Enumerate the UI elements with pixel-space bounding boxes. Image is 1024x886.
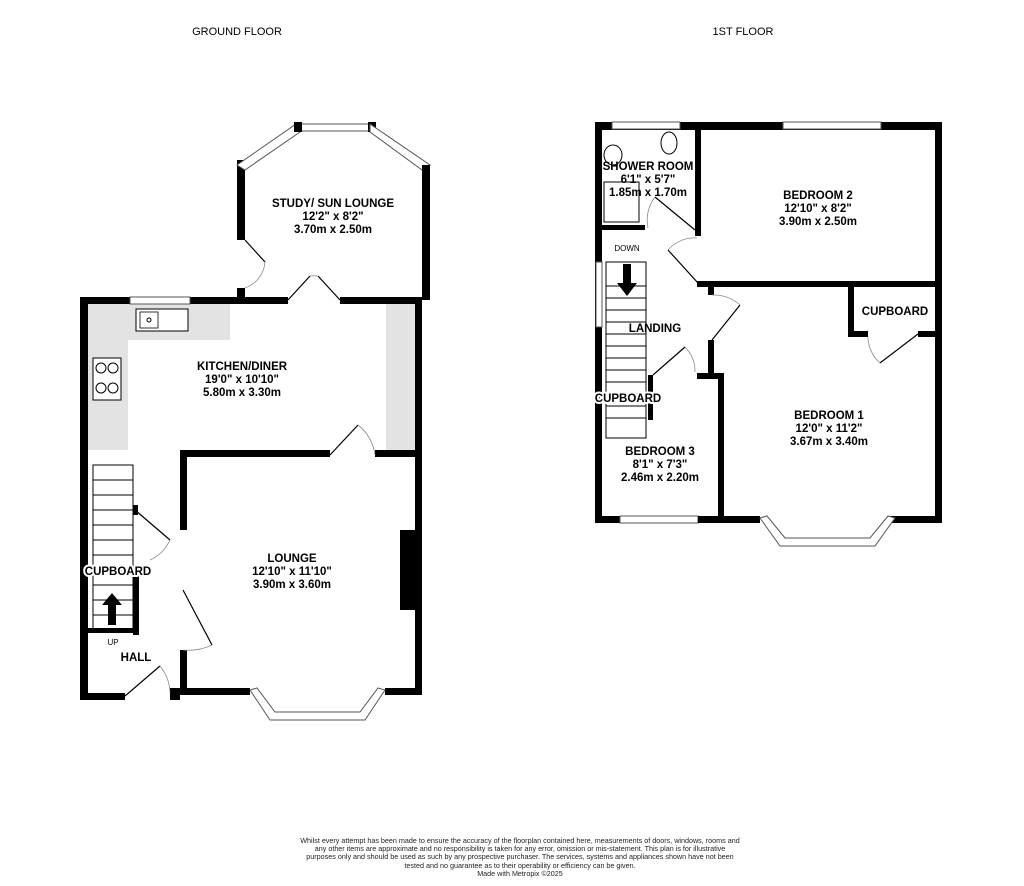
room-metric: 3.90m x 2.50m <box>779 216 857 228</box>
room-name: STUDY/ SUN LOUNGE <box>272 198 394 210</box>
room-name: CUPBOARD <box>862 306 928 318</box>
room-metric: 3.90m x 3.60m <box>253 579 331 591</box>
room-imperial: 12'2" x 8'2" <box>302 211 363 223</box>
room-name: HALL <box>121 652 152 664</box>
room-imperial: 6'1" x 5'7" <box>621 174 676 186</box>
basin-icon <box>603 144 623 166</box>
room-name: LANDING <box>629 323 681 335</box>
stairs-first <box>605 261 647 439</box>
room-metric: 3.70m x 2.50m <box>294 224 372 236</box>
room-name: BEDROOM 2 <box>783 190 853 202</box>
credit: Made with Metropix ©2025 <box>477 868 563 878</box>
toilet-icon <box>660 131 678 155</box>
arrow-down-icon <box>617 264 637 296</box>
ground-floor-title: GROUND FLOOR <box>192 26 282 38</box>
hob-icon <box>92 357 122 401</box>
worktop-right <box>386 304 416 450</box>
disclaimer-text: Whilst every attempt has been made to en… <box>300 836 740 870</box>
stairs-up-label: UP <box>107 638 118 647</box>
room-metric: 1.85m x 1.70m <box>609 187 687 199</box>
room-name: BEDROOM 1 <box>794 410 864 422</box>
room-imperial: 8'1" x 7'3" <box>633 459 688 471</box>
room-metric: 2.46m x 2.20m <box>621 472 699 484</box>
shower-tray-icon <box>603 181 640 223</box>
stairs-down-label: DOWN <box>614 244 640 253</box>
first-floor-title: 1ST FLOOR <box>713 26 774 38</box>
room-name: CUPBOARD <box>595 393 661 405</box>
room-imperial: 12'10" x 8'2" <box>784 203 852 215</box>
disclaimer: Whilst every attempt has been made to en… <box>300 836 740 878</box>
stairs-ground <box>88 464 139 635</box>
arrow-up-icon <box>102 593 122 625</box>
room-imperial: 12'0" x 11'2" <box>796 423 863 435</box>
room-metric: 5.80m x 3.30m <box>203 387 281 399</box>
sink-icon <box>135 308 189 332</box>
room-name: LOUNGE <box>267 553 317 565</box>
room-metric: 3.67m x 3.40m <box>790 436 868 448</box>
room-name: BEDROOM 3 <box>625 446 695 458</box>
chimney-breast <box>400 530 422 610</box>
room-name: CUPBOARD <box>85 566 151 578</box>
room-name: KITCHEN/DINER <box>197 361 288 373</box>
room-imperial: 19'0" x 10'10" <box>205 374 279 386</box>
room-imperial: 12'10" x 11'10" <box>252 566 332 578</box>
ground-floor: GROUND FLOOR <box>80 26 431 721</box>
first-floor: 1ST FLOOR <box>595 26 942 547</box>
room-name: SHOWER ROOM <box>603 161 694 173</box>
